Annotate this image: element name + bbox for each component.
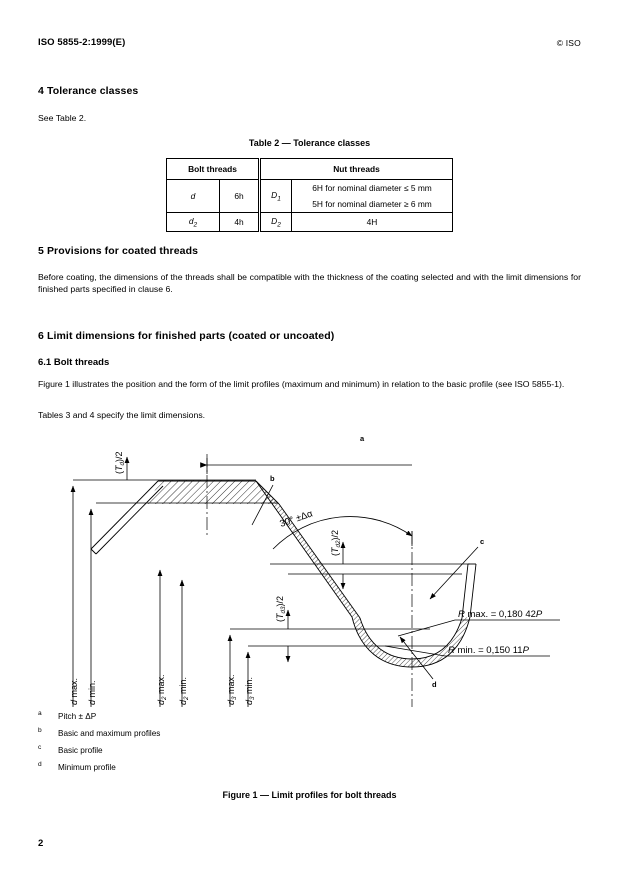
heading-section-5: 5 Provisions for coated threads [38,245,199,257]
profile-left-flank-outer [90,480,159,550]
root-hatch-region [352,617,470,667]
table-row: d2 4h D2 4H [166,212,453,232]
section-5-body: Before coating, the dimensions of the th… [38,272,581,295]
bolt-symbol-subscript: 2 [193,221,198,229]
label-d3-min: d3 min. [244,677,256,705]
section-6-1-body-1: Figure 1 illustrates the position and th… [38,379,565,389]
section-6-1-body-2: Tables 3 and 4 specify the limit dimensi… [38,410,206,420]
cell-nut-values: 4H [291,212,453,232]
table-2-tolerance-classes: Bolt threads Nut threads d 6h D1 6H for … [166,158,453,232]
label-r-min: R min. = 0,150 11P [448,645,530,656]
leader-callout-b [251,484,274,526]
svg-text:d2 max.: d2 max. [156,674,168,705]
table-row: d 6h D1 6H for nominal diameter ≤ 5 mm 5… [166,179,453,213]
table-row-header: Bolt threads Nut threads [166,158,453,180]
label-r-max: R max. = 0,180 42P [458,609,543,620]
table-header-nut-threads: Nut threads [258,158,453,180]
nut-symbol-D2: D [271,215,278,226]
table-header-bolt-threads: Bolt threads [166,158,260,180]
svg-text:d3 min.: d3 min. [244,677,256,705]
nut-symbol-subscript: 2 [277,221,281,229]
svg-text:d max.: d max. [69,678,79,705]
page-number: 2 [38,838,44,849]
cell-nut-symbol: D2 [258,212,292,232]
label-td2-over-2: (Td2)/2 [330,530,342,556]
leader-callout-c [429,546,479,600]
bolt-symbol-d2: d [188,215,194,226]
label-d3-max: d3 max. [226,674,238,705]
cell-nut-symbol: D1 [258,179,292,213]
svg-text:d2 min.: d2 min. [178,677,190,705]
svg-text:d3 max.: d3 max. [226,674,238,705]
footnote-mark: d [38,761,42,768]
callout-d: d [432,680,437,689]
heading-section-6-1: 6.1 Bolt threads [38,357,110,368]
section-4-body: See Table 2. [38,113,87,123]
flank-hatch-band [256,481,360,618]
angle-arc-30deg [272,516,413,550]
copyright-notice: © ISO [556,38,581,48]
leader-callout-d [399,636,434,680]
heading-section-6: 6 Limit dimensions for finished parts (c… [38,330,335,342]
callout-c: c [480,537,484,546]
nut-symbol-subscript: 1 [277,195,281,203]
svg-text:(Td)/2: (Td)/2 [114,451,126,474]
cell-bolt-class: 4h [219,212,260,232]
footnote-text: Pitch ± ΔP [58,712,97,721]
callout-b: b [270,474,275,483]
cell-bolt-symbol: d [166,179,220,213]
label-d-min: d min. [87,680,97,705]
heading-section-4: 4 Tolerance classes [38,85,139,97]
cell-bolt-class: 6h [219,179,260,213]
footnote-mark: a [38,710,42,717]
footnote-text: Minimum profile [58,763,116,772]
footnote-text: Basic profile [58,746,103,755]
leader-r-min [384,645,550,657]
svg-text:(Td3)/2: (Td3)/2 [275,596,287,622]
cell-bolt-symbol: d2 [166,212,220,232]
label-d-max: d max. [69,678,79,705]
label-td-over-2: (Td)/2 [114,451,126,474]
figure-1-limit-profiles: a b c d 30° ±Δα (Td)/2 (Td2)/2 ( [30,424,590,709]
svg-text:(Td2)/2: (Td2)/2 [330,530,342,556]
profile-left-flank-tip [90,548,97,555]
table-2-caption: Table 2 — Tolerance classes [248,138,371,148]
footnote-mark: b [38,727,42,734]
profile-left-flank-inner [95,485,164,555]
bolt-symbol-d: d [190,191,196,201]
label-td3-over-2: (Td3)/2 [275,596,287,622]
label-d2-min: d2 min. [178,677,190,705]
nut-value-line-2: 5H for nominal diameter ≥ 6 mm [312,199,432,209]
figure-1-caption: Figure 1 — Limit profiles for bolt threa… [222,790,397,800]
nut-symbol-D: D [271,189,278,200]
running-head: ISO 5855-2:1999(E) © ISO [38,37,581,51]
standard-reference: ISO 5855-2:1999(E) [38,37,126,48]
nut-value-line-1: 6H for nominal diameter ≤ 5 mm [312,183,432,193]
footnote-mark: c [38,744,42,751]
cell-nut-values: 6H for nominal diameter ≤ 5 mm 5H for no… [291,179,453,213]
callout-a: a [360,434,365,443]
crest-hatch-region [147,480,278,504]
label-d2-max: d2 max. [156,674,168,705]
leader-r-max [397,619,560,637]
footnote-text: Basic and maximum profiles [58,729,161,738]
svg-text:d min.: d min. [87,680,97,705]
